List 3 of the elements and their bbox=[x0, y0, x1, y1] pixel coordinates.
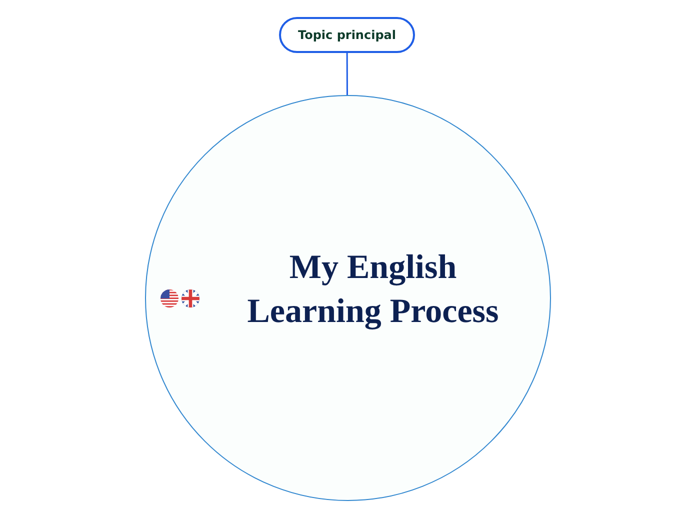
topic-box: Topic principal bbox=[279, 17, 415, 53]
connector-line bbox=[346, 53, 348, 95]
central-topic-title: My English Learning Process bbox=[246, 248, 500, 332]
